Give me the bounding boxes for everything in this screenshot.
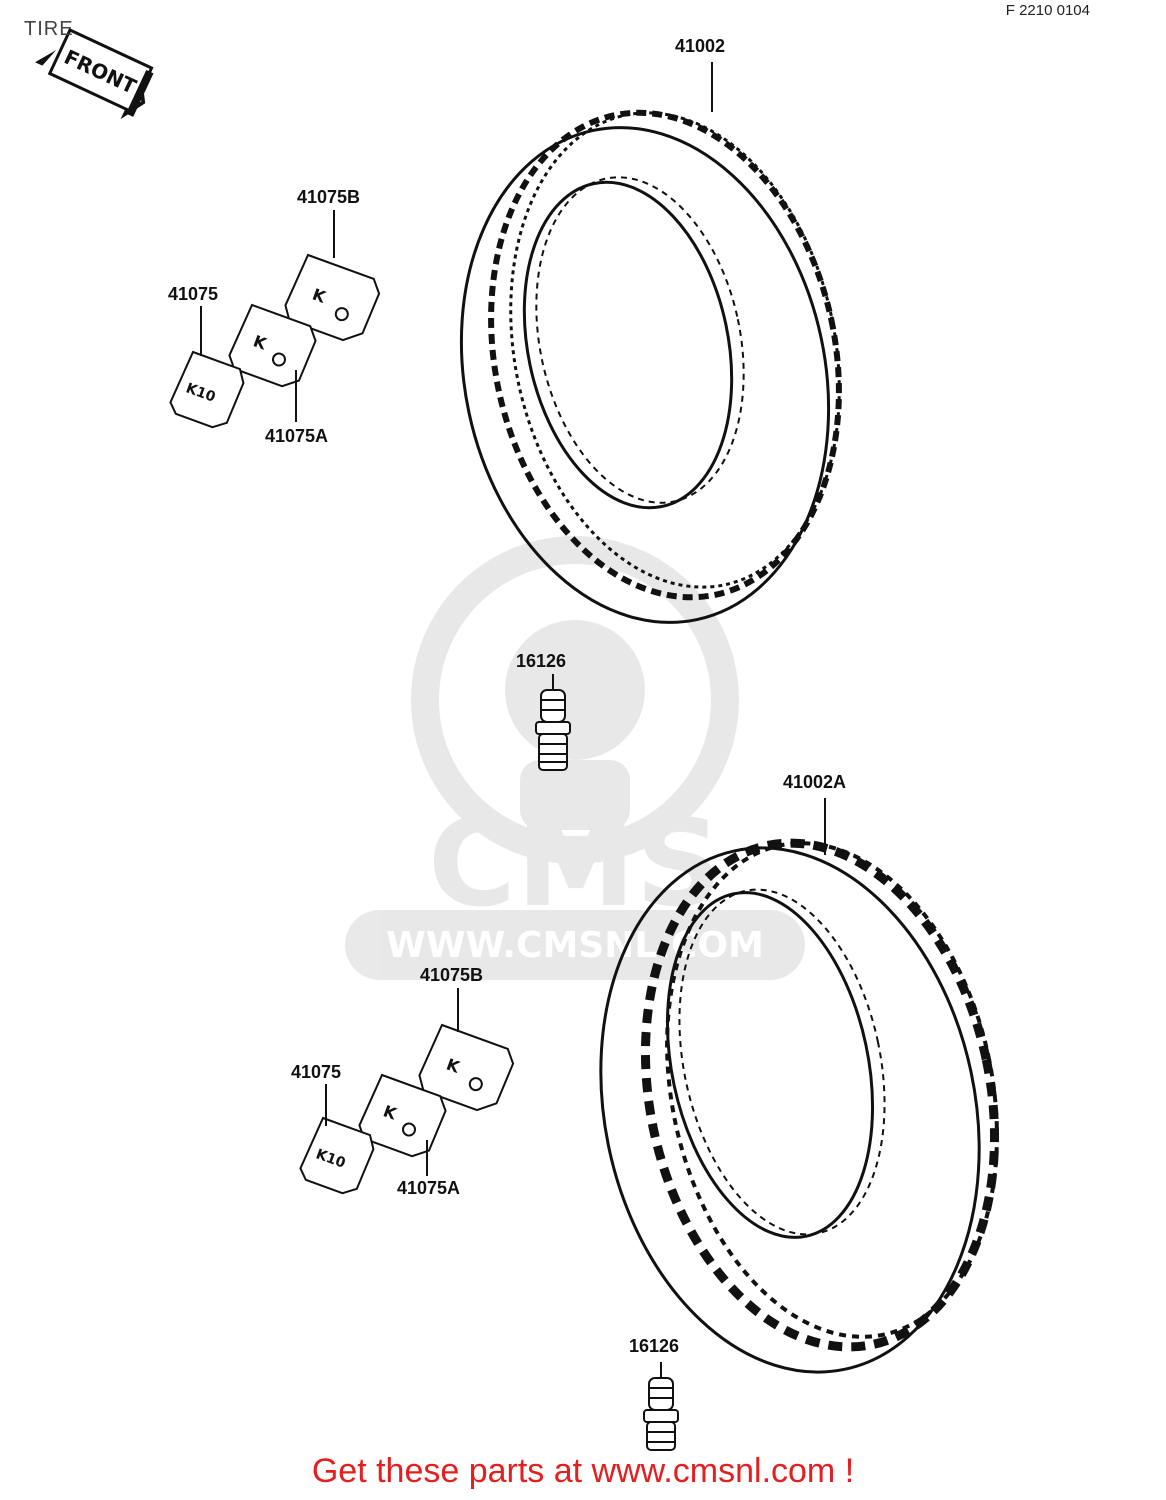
weight-41075-upper-icon: K10 — [169, 350, 245, 429]
watermark-logo-text: CMS — [428, 795, 722, 934]
part-label-16126-upper[interactable]: 16126 — [516, 651, 567, 671]
weight-41075A-lower-icon: K — [358, 1073, 447, 1158]
get-parts-link[interactable]: Get these parts at www.cmsnl.com ! — [311, 1452, 855, 1490]
weight-41075A-upper-icon: K — [228, 303, 317, 388]
part-label-41075-upper[interactable]: 41075 — [168, 284, 219, 304]
part-label-41075-lower[interactable]: 41075 — [291, 1062, 342, 1082]
part-label-41075A-lower[interactable]: 41075A — [397, 1178, 461, 1198]
tire-front-drawing — [459, 62, 842, 624]
tire-rear-drawing — [599, 798, 1000, 1374]
valve-lower-drawing — [643, 1362, 679, 1451]
part-label-16126-lower[interactable]: 16126 — [629, 1336, 680, 1356]
weights-upper-drawing: K K K10 — [169, 210, 381, 429]
watermark-logo: CMS WWW.CMSNL.COM — [345, 536, 805, 980]
part-label-41002A[interactable]: 41002A — [783, 772, 847, 792]
weight-41075B-lower-icon: K — [418, 1023, 515, 1112]
part-label-41075B-upper[interactable]: 41075B — [297, 187, 361, 207]
watermark-url-text: WWW.CMSNL.COM — [386, 925, 764, 966]
weight-41075B-upper-icon: K — [284, 253, 381, 342]
part-label-41075B-lower[interactable]: 41075B — [420, 965, 484, 985]
weight-41075-lower-icon: K10 — [299, 1116, 375, 1195]
reference-code: F 2210 0104 — [1005, 2, 1090, 19]
page-title: TIRE — [24, 18, 74, 40]
weights-lower-drawing: K K K10 — [299, 988, 515, 1195]
valve-upper-drawing — [535, 674, 571, 771]
part-label-41002[interactable]: 41002 — [675, 36, 726, 56]
part-label-41075A-upper[interactable]: 41075A — [265, 426, 329, 446]
